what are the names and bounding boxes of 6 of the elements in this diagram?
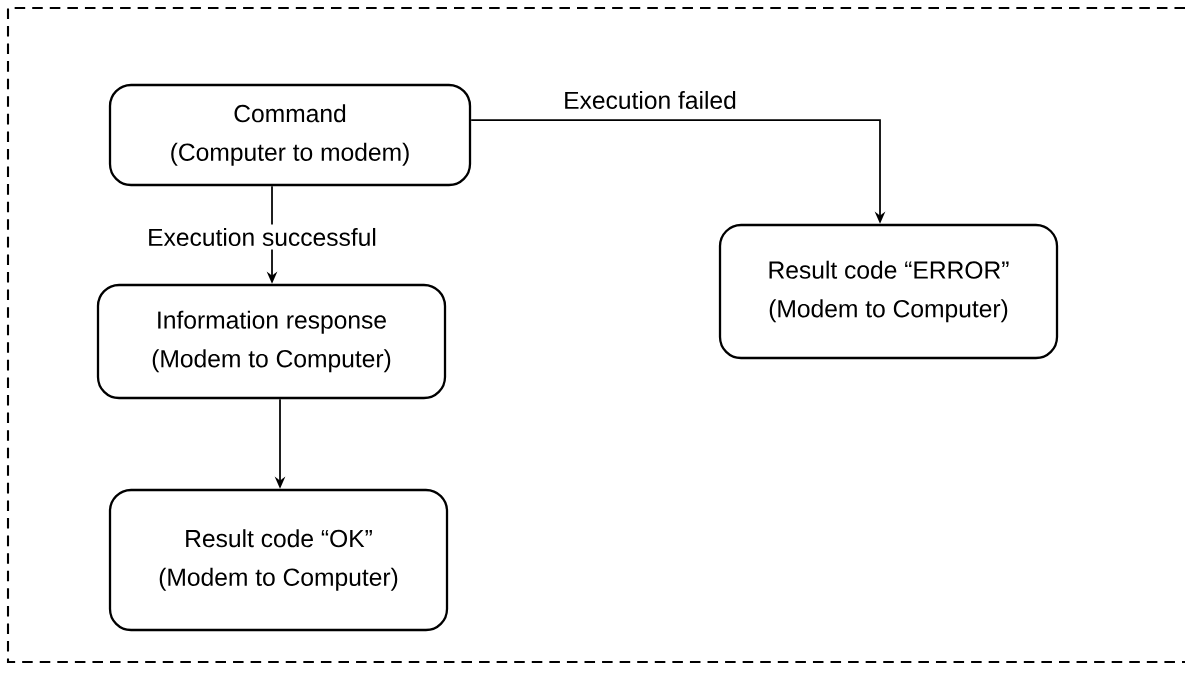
process-box: Result code “ERROR” (Modem to Computer) (718, 223, 1059, 360)
process-box: Result code “OK” (Modem to Computer) (108, 488, 449, 632)
process-box: Information response (Modem to Computer) (96, 283, 447, 400)
edge-label: Execution failed (559, 87, 741, 113)
edge-label: Execution successful (143, 224, 381, 250)
process-box: Command (Computer to modem) (108, 83, 472, 187)
